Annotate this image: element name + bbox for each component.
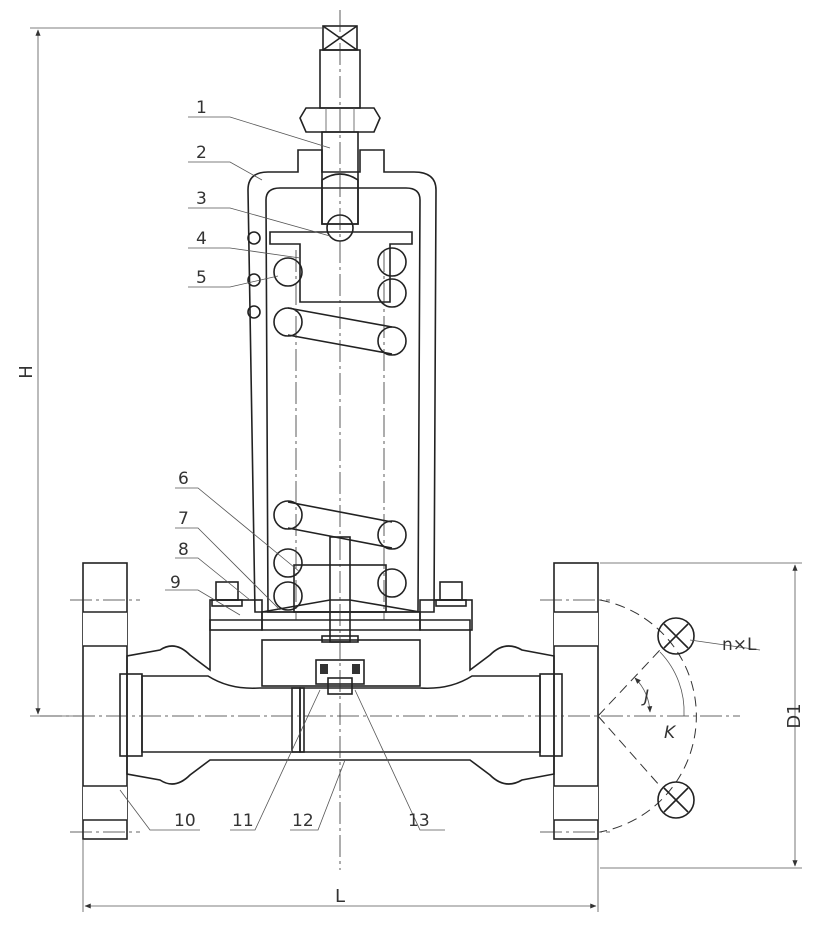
- callout-1: 1: [196, 98, 207, 118]
- callout-7: 7: [178, 509, 189, 529]
- callout-13: 13: [408, 811, 430, 831]
- callout-10: 10: [174, 811, 196, 831]
- spring: [247, 231, 407, 611]
- dimension-l-label: L: [335, 886, 345, 907]
- callout-6: 6: [178, 469, 189, 489]
- spring-seat: [269, 231, 413, 303]
- callout-3: 3: [196, 189, 207, 209]
- holes-label: n×L: [722, 635, 757, 655]
- bolt-circle-view: [597, 599, 761, 833]
- dimension-d1-label: D1: [784, 703, 805, 728]
- callout-5: 5: [196, 268, 207, 288]
- diaphragm-assembly: [261, 536, 421, 643]
- callout-11: 11: [232, 811, 254, 831]
- callout-8: 8: [178, 540, 189, 560]
- callout-labels: 1 2 3 4 5 6 7 8 9 10 11 12 13: [170, 98, 430, 831]
- valve-body: [126, 581, 555, 785]
- leader-lines: [119, 116, 445, 831]
- dimension-lines: [30, 27, 802, 912]
- right-flange: [539, 562, 599, 840]
- spring-housing: [247, 149, 437, 613]
- callout-2: 2: [196, 143, 207, 163]
- dimension-h-label: H: [16, 365, 37, 379]
- callout-4: 4: [196, 229, 207, 249]
- callout-12: 12: [292, 811, 314, 831]
- callout-9: 9: [170, 573, 181, 593]
- angle-j-label: J: [641, 687, 649, 707]
- angle-k-label: K: [664, 723, 677, 743]
- adjusting-screw: [299, 25, 381, 242]
- left-flange: [82, 562, 143, 840]
